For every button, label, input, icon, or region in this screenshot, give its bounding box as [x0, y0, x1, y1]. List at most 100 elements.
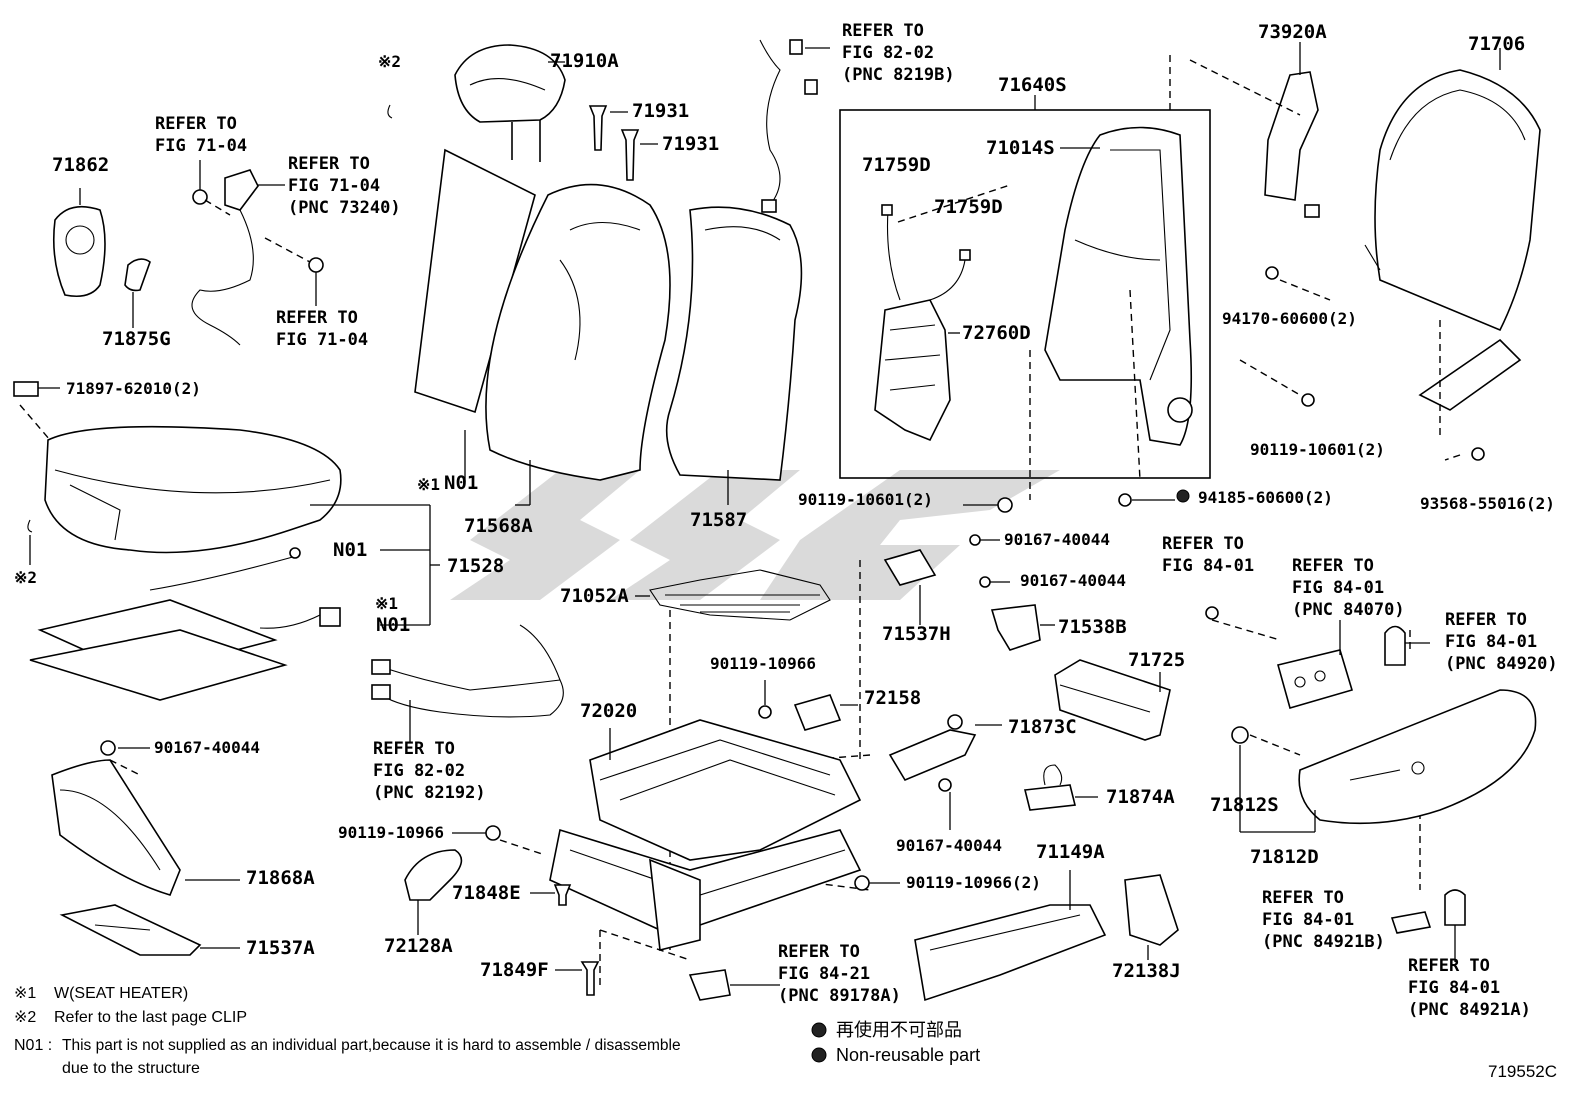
- callout-71931-b: 71931: [662, 133, 720, 155]
- headrest-guides-71931: [588, 105, 658, 181]
- seat-cushion: [13, 381, 440, 626]
- note2-text: Refer to the last page CLIP: [54, 1009, 247, 1026]
- callout-71873C: 71873C: [1008, 716, 1077, 738]
- assembly-box-71640S: [839, 109, 1211, 479]
- callout-72158: 72158: [864, 687, 922, 709]
- callout-72020: 72020: [580, 700, 638, 722]
- note3-mark: N01 :: [14, 1037, 53, 1054]
- figure-id: 719552C: [1488, 1062, 1558, 1081]
- note1-mark: ※1: [14, 985, 37, 1002]
- callout-94185: 94185-60600(2): [1198, 488, 1333, 507]
- callout-72760D: 72760D: [962, 322, 1031, 344]
- legend-en: Non-reusable part: [836, 1045, 981, 1065]
- callout-94170: 94170-60600(2): [1222, 309, 1357, 328]
- watermark-logo: [450, 470, 1060, 600]
- callout-90119-10966-2: 90119-10966(2): [906, 873, 1041, 892]
- knobs: [1390, 889, 1466, 962]
- callout-71014S: 71014S: [986, 137, 1055, 159]
- callout-71812D: 71812D: [1250, 846, 1319, 868]
- callout-90167-a: 90167-40044: [1004, 530, 1110, 549]
- side-cover-71862: [52, 188, 151, 328]
- callout-n01-b: N01: [333, 539, 368, 561]
- refer-fig-82-02-82192[interactable]: REFER TO FIG 82-02 (PNC 82192): [373, 739, 486, 803]
- callout-71848E: 71848E: [452, 882, 521, 904]
- note1-text: W(SEAT HEATER): [54, 985, 189, 1002]
- seat-heater-mats: [29, 547, 341, 701]
- callout-71759D-b: 71759D: [934, 196, 1003, 218]
- clip-markers: [27, 104, 393, 565]
- callout-73920A: 73920A: [1258, 21, 1327, 43]
- legend-dot-en: [811, 1047, 827, 1063]
- refer-fig-84-01-84920[interactable]: REFER TO FIG 84-01 (PNC 84920): [1445, 610, 1558, 674]
- callout-90167-c: 90167-40044: [896, 836, 1002, 855]
- callout-71538B: 71538B: [1058, 616, 1127, 638]
- headrest-71910A: [454, 44, 566, 162]
- sensor-wire: [759, 39, 830, 213]
- legend-jp: 再使用不可部品: [836, 1020, 962, 1040]
- callout-n01-a: N01: [444, 472, 479, 494]
- side-shield-71812D: [1231, 689, 1537, 833]
- recliner-72760D: [874, 184, 1011, 442]
- shield-71868A: [51, 740, 240, 956]
- callout-71759D-a: 71759D: [862, 154, 931, 176]
- callout-71812S: 71812S: [1210, 794, 1279, 816]
- bracket-71873C: [888, 714, 1002, 830]
- wire-harness: [371, 624, 564, 742]
- callout-71874A: 71874A: [1106, 786, 1175, 808]
- callout-n01-c: N01: [376, 614, 411, 636]
- refer-fig-71-04-a[interactable]: REFER TO FIG 71-04: [155, 114, 248, 156]
- callout-71706: 71706: [1468, 33, 1526, 55]
- callout-90119-10966-left: 90119-10966: [338, 823, 444, 842]
- callout-72128A: 72128A: [384, 935, 453, 957]
- callout-90119-10601-left: 90119-10601(2): [798, 490, 933, 509]
- callout-71537A: 71537A: [246, 937, 315, 959]
- cover-72138J: [1124, 874, 1179, 960]
- pad-71725: [1054, 659, 1171, 741]
- clip-72158: [758, 680, 858, 731]
- callout-71537H: 71537H: [882, 623, 951, 645]
- note3-text: This part is not supplied as an individu…: [62, 1037, 681, 1054]
- seatback-board-71706: [1364, 48, 1541, 411]
- callout-71149A: 71149A: [1036, 841, 1105, 863]
- callout-71931-a: 71931: [632, 100, 690, 122]
- seat-adjuster-72020: [549, 719, 862, 951]
- callout-71568A: 71568A: [464, 515, 533, 537]
- refer-fig-71-04-73240[interactable]: REFER TO FIG 71-04 (PNC 73240): [288, 154, 401, 218]
- shield-71149A: [914, 870, 1107, 1002]
- note3-text-cont: due to the structure: [62, 1060, 200, 1077]
- callout-71528: 71528: [447, 555, 505, 577]
- legend-dot-jp: [811, 1022, 827, 1038]
- callout-71875G: 71875G: [102, 328, 171, 350]
- marker-2-b: ※2: [14, 568, 38, 587]
- seatback-frame-71014S: [1044, 126, 1193, 446]
- callout-93568: 93568-55016(2): [1420, 494, 1555, 513]
- marker-1-b: ※1: [375, 594, 399, 613]
- refer-fig-84-01-a[interactable]: REFER TO FIG 84-01: [1162, 534, 1255, 576]
- seatbelt-buckle: [191, 160, 324, 346]
- callout-90167-d: 90167-40044: [154, 738, 260, 757]
- brackets-71537H-71538B: [883, 534, 1055, 651]
- callout-71868A: 71868A: [246, 867, 315, 889]
- callout-71640S: 71640S: [998, 74, 1067, 96]
- hook-71874A: [1024, 764, 1098, 811]
- refer-fig-84-21-89178A[interactable]: REFER TO FIG 84-21 (PNC 89178A): [778, 942, 901, 1006]
- callout-71587: 71587: [690, 509, 748, 531]
- callout-71910A: 71910A: [550, 50, 619, 72]
- callout-90119-10601-right: 90119-10601(2): [1250, 440, 1385, 459]
- refer-fig-84-01-84921A[interactable]: REFER TO FIG 84-01 (PNC 84921A): [1408, 956, 1531, 1020]
- callout-71897: 71897-62010(2): [66, 379, 201, 398]
- callout-71862: 71862: [52, 154, 110, 176]
- refer-fig-84-01-84921B[interactable]: REFER TO FIG 84-01 (PNC 84921B): [1262, 888, 1385, 952]
- callout-72138J: 72138J: [1112, 960, 1181, 982]
- callout-71725: 71725: [1128, 649, 1186, 671]
- adjuster-bolts: [452, 825, 900, 1001]
- callout-71052A: 71052A: [560, 585, 629, 607]
- bracket-73920A: [1264, 42, 1320, 218]
- seatback-covers: [414, 148, 803, 506]
- refer-fig-84-01-84070[interactable]: REFER TO FIG 84-01 (PNC 84070): [1292, 556, 1405, 620]
- refer-fig-71-04-b[interactable]: REFER TO FIG 71-04: [276, 308, 369, 350]
- refer-fig-82-02-8219B[interactable]: REFER TO FIG 82-02 (PNC 8219B): [842, 21, 955, 85]
- marker-1-a: ※1: [417, 475, 441, 494]
